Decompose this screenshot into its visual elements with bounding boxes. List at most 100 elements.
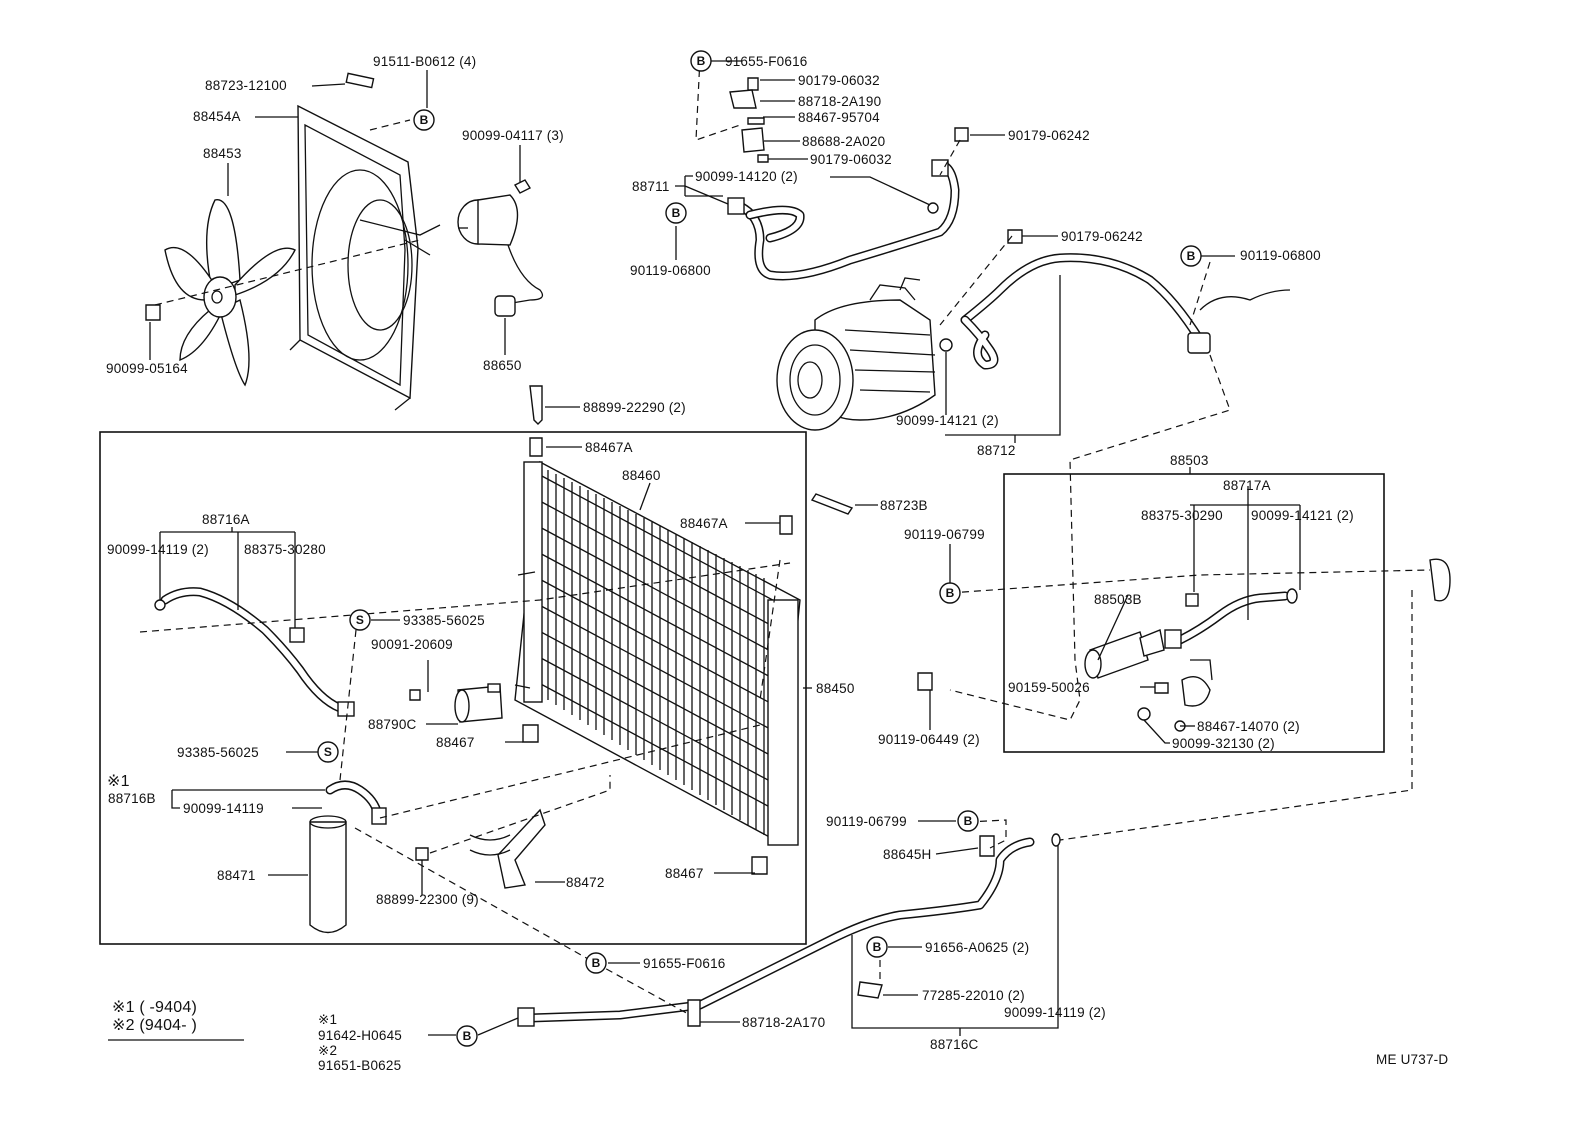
fan-nut: [145, 304, 161, 321]
svg-text:S: S: [324, 745, 332, 759]
label-88790C: 88790C: [368, 717, 417, 732]
svg-text:B: B: [592, 956, 601, 970]
callout-B-90119-06799b: B: [957, 810, 979, 832]
dashed-leaders: [139, 57, 1431, 1016]
svg-text:B: B: [697, 54, 706, 68]
fan-motor: [457, 194, 544, 317]
label-88718-2A190: 88718-2A190: [798, 94, 881, 109]
label-90091-20609: 90091-20609: [371, 637, 453, 652]
top-bracket-group: [729, 77, 769, 163]
bolt-88899-22290: [529, 385, 543, 425]
svg-text:B: B: [946, 586, 955, 600]
label-88723-12100: [345, 72, 375, 89]
label-88503: 88503: [1170, 453, 1209, 468]
bolt-88899-22300: [415, 847, 429, 861]
label-90099-14121-a: 90099-14121 (2): [896, 413, 999, 428]
label-88716B: 88716B: [108, 791, 156, 806]
svg-text:B: B: [420, 113, 429, 127]
label-91655-F0616-top: 91655-F0616: [725, 54, 808, 69]
label-88467A-top: 88467A: [585, 440, 633, 455]
label-90099-04117: 90099-04117 (3): [462, 128, 564, 143]
label-90099-14119-a: 90099-14119 (2): [107, 542, 209, 557]
hose-88716C: [517, 833, 1061, 1027]
pipe-88716A: [154, 587, 355, 717]
note-mark-1: ※1: [318, 1012, 337, 1027]
label-88645H: 88645H: [883, 847, 932, 862]
drawing-code: ME U737-D: [1376, 1052, 1448, 1067]
cushion-88467A-right: [779, 515, 793, 535]
callout-B-91655-top: B: [690, 50, 712, 72]
label-77285-22010: 77285-22010 (2): [922, 988, 1025, 1003]
svg-text:B: B: [1187, 249, 1196, 263]
label-88467-14070: 88467-14070 (2): [1197, 719, 1300, 734]
label-88716C: 88716C: [930, 1037, 979, 1052]
callout-B-91656: B: [866, 936, 888, 958]
label-93385-56025-b: 93385-56025: [177, 745, 259, 760]
label-90119-06800-b: 90119-06800: [1240, 248, 1321, 263]
label-88899-22300: 88899-22300 (9): [376, 892, 479, 907]
label-90179-06032-b: 90179-06032: [810, 152, 892, 167]
hose-88712: [939, 253, 1291, 370]
label-90119-06449: 90119-06449 (2): [878, 732, 980, 747]
label-93385-56025-a: 93385-56025: [403, 613, 485, 628]
callout-S-93385-b: S: [317, 741, 339, 763]
label-88717A: 88717A: [1223, 478, 1271, 493]
label-88723B: [810, 493, 854, 515]
label-91511-B0612: 91511-B0612 (4): [373, 54, 476, 69]
label-91642-H0645: 91642-H0645: [318, 1028, 402, 1043]
label-88472: 88472: [566, 875, 605, 890]
legend-line-2: ※2 (9404- ): [112, 1017, 197, 1034]
label-90119-06800-a: 90119-06800: [630, 263, 711, 278]
callout-B-91655-bot: B: [585, 952, 607, 974]
label-90179-06242-a: 90179-06242: [1008, 128, 1090, 143]
clamp-88467-14070: [1137, 659, 1213, 732]
label-91651-B0625: 91651-B0625: [318, 1058, 401, 1073]
bracket-88472: [469, 808, 546, 889]
leader-lines: [108, 60, 1301, 1041]
label-88712: 88712: [977, 443, 1016, 458]
label-88450: 88450: [816, 681, 855, 696]
label-88899-22290: 88899-22290 (2): [583, 400, 686, 415]
label-88375-30290: 88375-30290: [1141, 508, 1223, 523]
svg-text:B: B: [873, 940, 882, 954]
label-90119-06799-a: 90119-06799: [904, 527, 985, 542]
label-90099-32130: 90099-32130 (2): [1172, 736, 1275, 751]
svg-text:B: B: [964, 814, 973, 828]
label-88711: 88711: [632, 179, 670, 194]
cushion-88467-mid: [522, 724, 539, 743]
svg-text:S: S: [356, 613, 364, 627]
callout-B-91511: B: [413, 109, 435, 131]
label-88467A-right: 88467A: [680, 516, 728, 531]
legend-line-1: ※1 ( -9404): [112, 999, 197, 1016]
label-88503B: 88503B: [1094, 592, 1142, 607]
solenoid-88503B: [1084, 629, 1165, 679]
svg-text:B: B: [463, 1029, 472, 1043]
label-90179-06032-a: 90179-06032: [798, 73, 880, 88]
label-90099-05164: 90099-05164: [106, 361, 188, 376]
label-90159-50026: 90159-50026: [1008, 680, 1090, 695]
label-88650: 88650: [483, 358, 522, 373]
callout-B-90119-06800b: B: [1180, 245, 1202, 267]
label-88716A: 88716A: [202, 512, 250, 527]
callout-B-90119-06800a: B: [665, 202, 687, 224]
cushion-88467A-top: [529, 437, 543, 457]
svg-text:B: B: [672, 206, 681, 220]
condenser: [514, 460, 801, 846]
label-88467-95704: 88467-95704: [798, 110, 880, 125]
receiver-dryer: [309, 780, 387, 934]
label-88467-mid: 88467: [436, 735, 475, 750]
callout-S-93385-a: S: [349, 609, 371, 631]
note-mark-1-left: ※1: [107, 773, 130, 790]
label-90179-06242-b: 90179-06242: [1061, 229, 1143, 244]
label-88723-12100: 88723-12100: [205, 78, 287, 93]
pipe-88717A: [1164, 588, 1298, 649]
label-88460: 88460: [622, 468, 661, 483]
label-88723B: 88723B: [880, 498, 928, 513]
label-88718-2A170: 88718-2A170: [742, 1015, 825, 1030]
callout-B-90119-06799a: B: [939, 582, 961, 604]
label-91656-A0625: 91656-A0625 (2): [925, 940, 1029, 955]
hose-88711: [727, 159, 960, 281]
callout-B-91642: B: [456, 1025, 478, 1047]
label-90099-14120: 90099-14120 (2): [695, 169, 798, 184]
